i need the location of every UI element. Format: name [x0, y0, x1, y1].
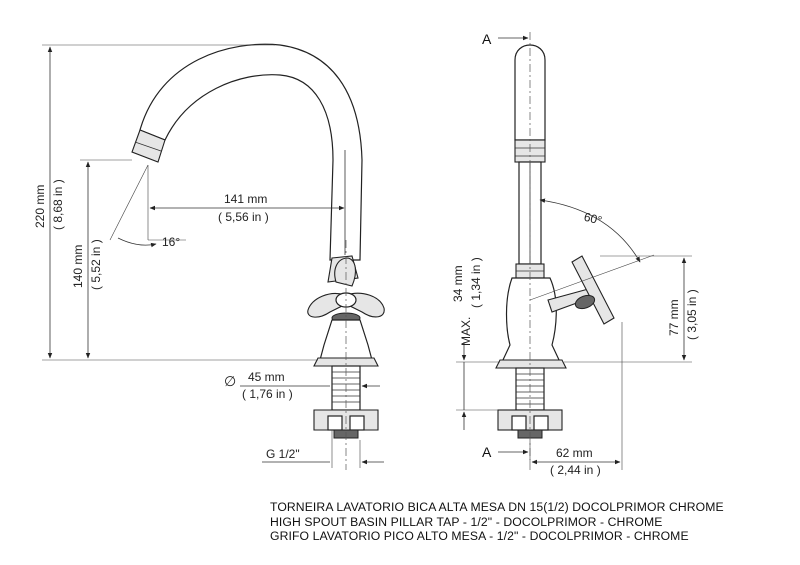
base-flange	[313, 357, 379, 367]
angle-60: 60°	[582, 210, 603, 228]
dim-220-in: ( 8,68 in )	[51, 179, 65, 230]
dim-141-mm: 141 mm	[224, 192, 267, 206]
section-mark-bottom: A	[482, 444, 492, 460]
dim-140-mm: 140 mm	[71, 245, 85, 288]
front-dimensions: 220 mm ( 8,68 in ) 140 mm ( 5,52 in ) 14…	[33, 44, 384, 468]
dim-45-in: ( 1,76 in )	[242, 387, 293, 401]
dim-34-in: ( 1,34 in )	[469, 257, 483, 308]
spout-outer	[139, 43, 363, 261]
diameter-symbol: ∅	[224, 373, 236, 389]
dim-62-in: ( 2,44 in )	[550, 463, 601, 477]
title-block: TORNEIRA LAVATORIO BICA ALTA MESA DN 15(…	[270, 500, 790, 544]
side-body	[501, 277, 561, 363]
title-line-english: HIGH SPOUT BASIN PILLAR TAP - 1/2" - DOC…	[270, 514, 663, 529]
dim-220-mm: 220 mm	[33, 185, 47, 228]
aerator	[131, 129, 166, 163]
dim-140-in: ( 5,52 in )	[89, 239, 103, 290]
dim-77-mm: 77 mm	[667, 299, 681, 336]
thread-g-half: G 1/2"	[266, 447, 300, 461]
dim-45-mm: 45 mm	[248, 370, 285, 384]
front-view	[131, 43, 385, 470]
dim-141-in: ( 5,56 in )	[218, 210, 269, 224]
dim-34-mm: 34 mm	[451, 265, 465, 302]
angle-16: 16°	[162, 235, 180, 249]
title-line-spanish: GRIFO LAVATORIO PICO ALTO MESA - 1/2" - …	[270, 529, 689, 544]
section-mark-top: A	[482, 31, 492, 47]
title-line-portuguese: TORNEIRA LAVATORIO BICA ALTA MESA DN 15(…	[270, 500, 724, 514]
dim-62-mm: 62 mm	[556, 446, 593, 460]
side-lever-grip	[571, 255, 615, 325]
max-label: MAX.	[459, 317, 473, 346]
dim-77-in: ( 3,05 in )	[685, 289, 699, 340]
side-view: A A	[482, 31, 615, 460]
side-dimensions: MAX. 34 mm ( 1,34 in ) 60° 77 mm ( 3,05 …	[451, 198, 699, 477]
handle-arm-top	[334, 257, 357, 287]
